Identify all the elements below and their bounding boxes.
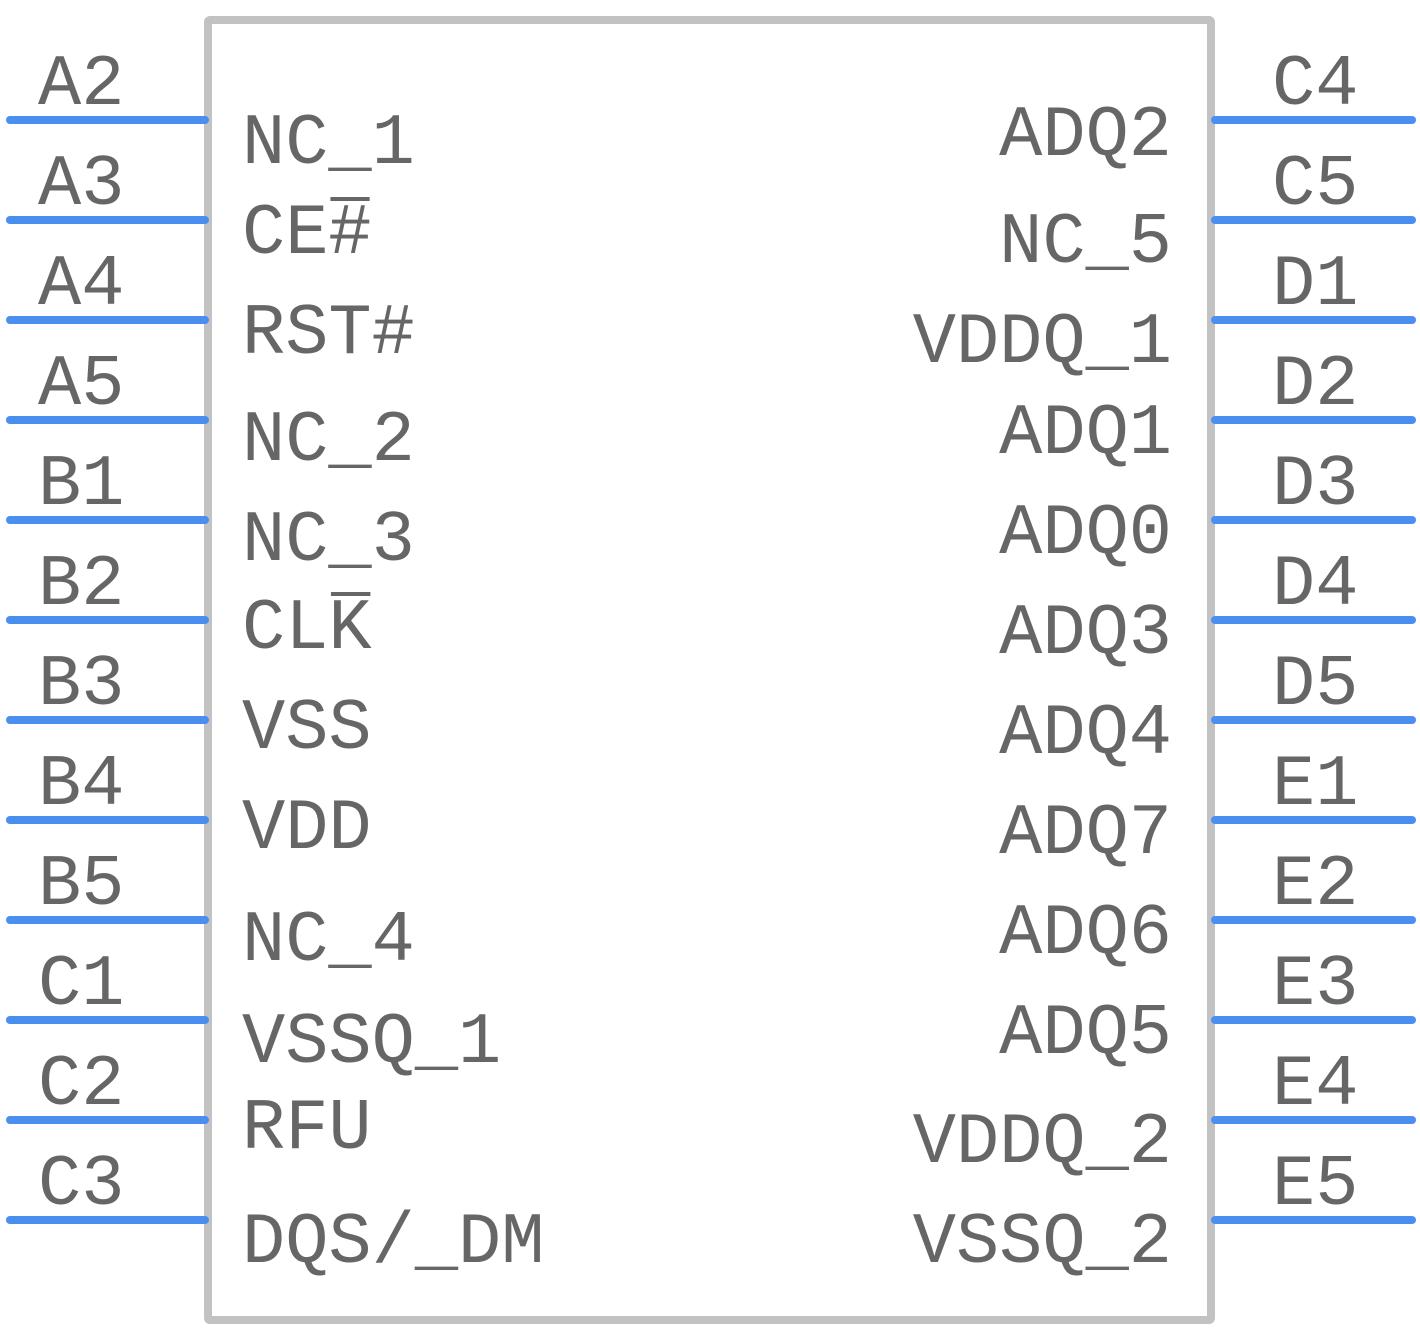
- pin-number-b4: B4: [38, 744, 124, 826]
- pin-name-d3: ADQ0: [999, 493, 1172, 575]
- pin-name-a5: NC_2: [242, 400, 415, 482]
- pin-name-e1: ADQ7: [999, 793, 1172, 875]
- pin-name-c1: VSSQ_1: [242, 1002, 501, 1084]
- pin-name-b2: CLK: [242, 588, 372, 670]
- pin-number-d1: D1: [1272, 244, 1358, 326]
- pin-number-e5: E5: [1272, 1144, 1358, 1226]
- pin-number-d4: D4: [1272, 544, 1358, 626]
- pin-name-a2: NC_1: [242, 103, 415, 185]
- pin-name-e4: VDDQ_2: [913, 1102, 1172, 1184]
- pin-name-b5: NC_4: [242, 900, 415, 982]
- pin-name-d4: ADQ3: [999, 593, 1172, 675]
- pin-number-b5: B5: [38, 844, 124, 926]
- pin-name-d5: ADQ4: [999, 693, 1172, 775]
- pin-name-e3: ADQ5: [999, 993, 1172, 1075]
- pin-number-d3: D3: [1272, 444, 1358, 526]
- pin-number-c4: C4: [1272, 44, 1358, 126]
- pin-number-e4: E4: [1272, 1044, 1358, 1126]
- pin-name-b1: NC_3: [242, 500, 415, 582]
- pin-number-a3: A3: [38, 144, 124, 226]
- pin-name-e5: VSSQ_2: [913, 1202, 1172, 1284]
- pin-number-d2: D2: [1272, 344, 1358, 426]
- pin-name-b3: VSS: [242, 688, 372, 770]
- pin-number-a5: A5: [38, 344, 124, 426]
- pin-name-d1: VDDQ_1: [913, 302, 1172, 384]
- pin-name-d2: ADQ1: [999, 393, 1172, 475]
- pin-name-a4: RST#: [242, 293, 415, 375]
- pin-name-e2: ADQ6: [999, 893, 1172, 975]
- pin-number-c5: C5: [1272, 144, 1358, 226]
- pin-number-e1: E1: [1272, 744, 1358, 826]
- pin-number-c2: C2: [38, 1044, 124, 1126]
- pin-name-c2: RFU: [242, 1088, 372, 1170]
- pin-number-b2: B2: [38, 544, 124, 626]
- pin-name-c3: DQS/_DM: [242, 1202, 544, 1284]
- pin-number-d5: D5: [1272, 644, 1358, 726]
- right-pin-group: C4ADQ2C5NC_5D1VDDQ_1D2ADQ1D3ADQ0D4ADQ3D5…: [913, 44, 1416, 1284]
- pin-number-e2: E2: [1272, 844, 1358, 926]
- pin-number-c3: C3: [38, 1144, 124, 1226]
- pin-name-b4: VDD: [242, 788, 372, 870]
- pin-number-e3: E3: [1272, 944, 1358, 1026]
- ic-body: [204, 16, 1215, 1324]
- pin-number-a4: A4: [38, 244, 124, 326]
- pin-name-c4: ADQ2: [999, 95, 1172, 177]
- pin-number-b1: B1: [38, 444, 124, 526]
- pin-name-a3: CE#: [242, 193, 372, 275]
- pin-name-c5: NC_5: [999, 202, 1172, 284]
- pin-number-a2: A2: [38, 44, 124, 126]
- pin-number-c1: C1: [38, 944, 124, 1026]
- pin-number-b3: B3: [38, 644, 124, 726]
